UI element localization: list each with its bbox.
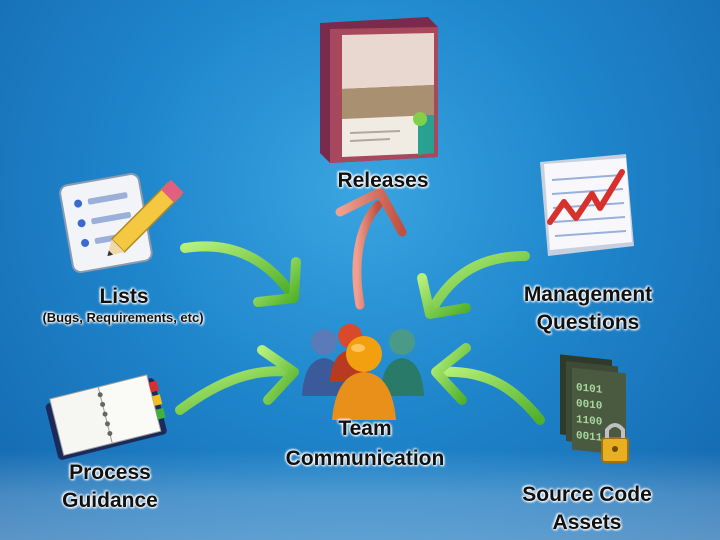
checklist-pencil-icon bbox=[59, 173, 184, 274]
process-label-line2: Guidance bbox=[62, 489, 158, 512]
people-group-icon bbox=[302, 324, 424, 420]
arrow-management-to-team bbox=[417, 251, 530, 319]
arrow-process-to-team bbox=[175, 345, 299, 415]
releases-label: Releases bbox=[337, 169, 429, 192]
bottom-decorative-band bbox=[0, 450, 720, 540]
process-label-line1: Process bbox=[69, 461, 151, 484]
team-label-line2: Communication bbox=[285, 447, 445, 470]
report-chart-icon bbox=[540, 154, 634, 256]
arrow-source-to-team bbox=[431, 343, 545, 425]
arrow-lists-to-team bbox=[180, 241, 301, 307]
management-label-line2: Questions bbox=[536, 311, 640, 334]
lists-sublabel: (Bugs, Requirements, etc) bbox=[42, 310, 204, 325]
box-package-icon bbox=[320, 17, 438, 163]
team-label-line1: Team bbox=[338, 417, 392, 440]
notebook-icon bbox=[45, 374, 167, 460]
management-label-line1: Management bbox=[523, 283, 653, 306]
source-label-line2: Assets bbox=[552, 511, 622, 534]
svg-text:0010: 0010 bbox=[576, 398, 602, 413]
arrow-team-to-releases bbox=[335, 187, 407, 310]
svg-text:0011: 0011 bbox=[576, 430, 603, 445]
lists-label: Lists bbox=[99, 285, 149, 308]
locked-files-icon: 0101 0010 1100 0011 bbox=[560, 354, 629, 463]
source-label-line1: Source Code bbox=[522, 483, 652, 506]
svg-text:1100: 1100 bbox=[576, 414, 602, 429]
svg-text:0101: 0101 bbox=[576, 382, 603, 397]
